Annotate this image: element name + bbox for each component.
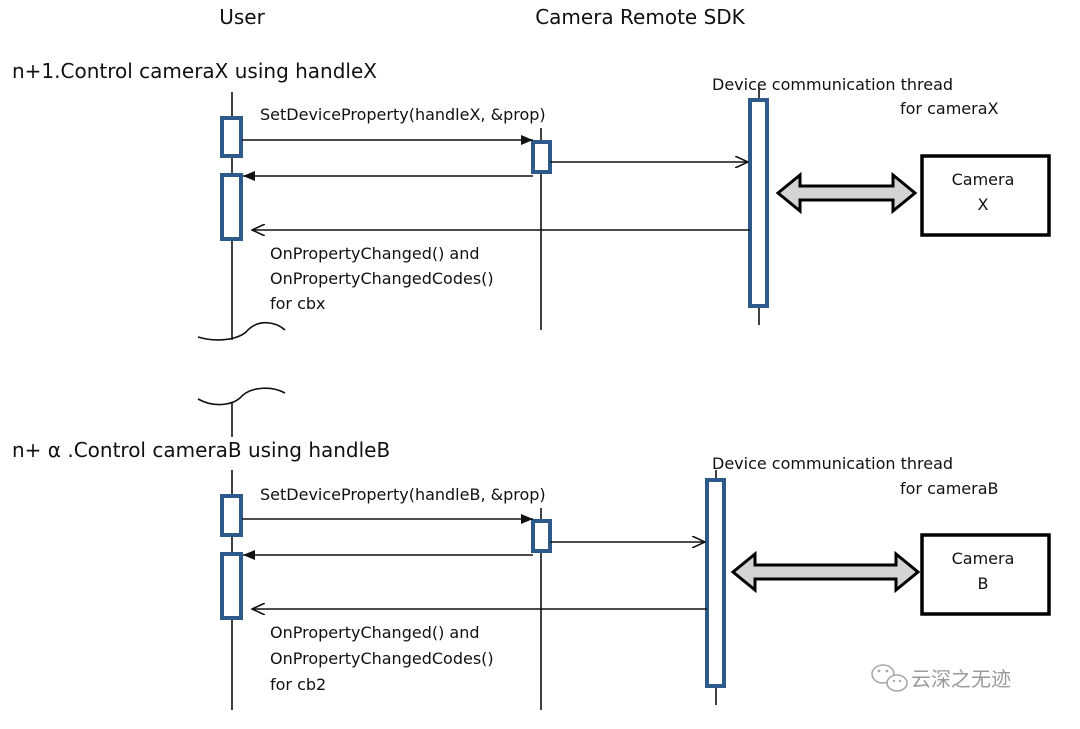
call-label: SetDeviceProperty(handleB, &prop) — [260, 485, 546, 504]
user-activation-callback — [220, 173, 243, 241]
section-camera-x: n+1.Control cameraX using handleX SetDev… — [12, 59, 1051, 341]
camera-label-2: X — [978, 195, 989, 214]
user-activation-call — [220, 116, 243, 158]
camera-label-1: Camera — [952, 549, 1015, 568]
thread-label-1: Device communication thread — [712, 454, 953, 473]
thread-activation — [705, 478, 726, 688]
lifeline-break — [197, 321, 286, 341]
camera-box — [920, 154, 1051, 237]
camera-box — [920, 533, 1051, 616]
bidirectional-arrow — [730, 550, 921, 594]
callback-label-3: for cbx — [270, 294, 326, 313]
section-camera-b: n+ α .Control cameraB using handleB SetD… — [12, 387, 1051, 710]
wechat-icon — [871, 664, 908, 692]
callback-label-1: OnPropertyChanged() and — [270, 244, 480, 263]
sdk-header: Camera Remote SDK — [535, 5, 745, 29]
bidirectional-arrow — [775, 171, 918, 215]
sdk-activation — [531, 140, 552, 174]
callback-label-2: OnPropertyChangedCodes() — [270, 649, 494, 668]
user-activation-callback — [220, 552, 243, 620]
section-title: n+ α .Control cameraB using handleB — [12, 438, 390, 462]
user-activation-call — [220, 494, 243, 537]
camera-label-1: Camera — [952, 170, 1015, 189]
section-title: n+1.Control cameraX using handleX — [12, 59, 377, 83]
watermark-text: 云深之无迹 — [911, 667, 1011, 691]
thread-label-1: Device communication thread — [712, 75, 953, 94]
camera-label-2: B — [978, 574, 989, 593]
thread-label-2: for cameraB — [900, 479, 998, 498]
watermark: 云深之无迹 — [871, 664, 1011, 692]
user-header: User — [219, 5, 265, 29]
call-label: SetDeviceProperty(handleX, &prop) — [260, 105, 546, 124]
callback-label-1: OnPropertyChanged() and — [270, 623, 480, 642]
sdk-activation — [531, 519, 552, 553]
thread-label-2: for cameraX — [900, 99, 999, 118]
callback-label-3: for cb2 — [270, 675, 326, 694]
lifeline-break-top — [197, 387, 286, 406]
callback-label-2: OnPropertyChangedCodes() — [270, 269, 494, 288]
thread-activation — [748, 98, 769, 308]
